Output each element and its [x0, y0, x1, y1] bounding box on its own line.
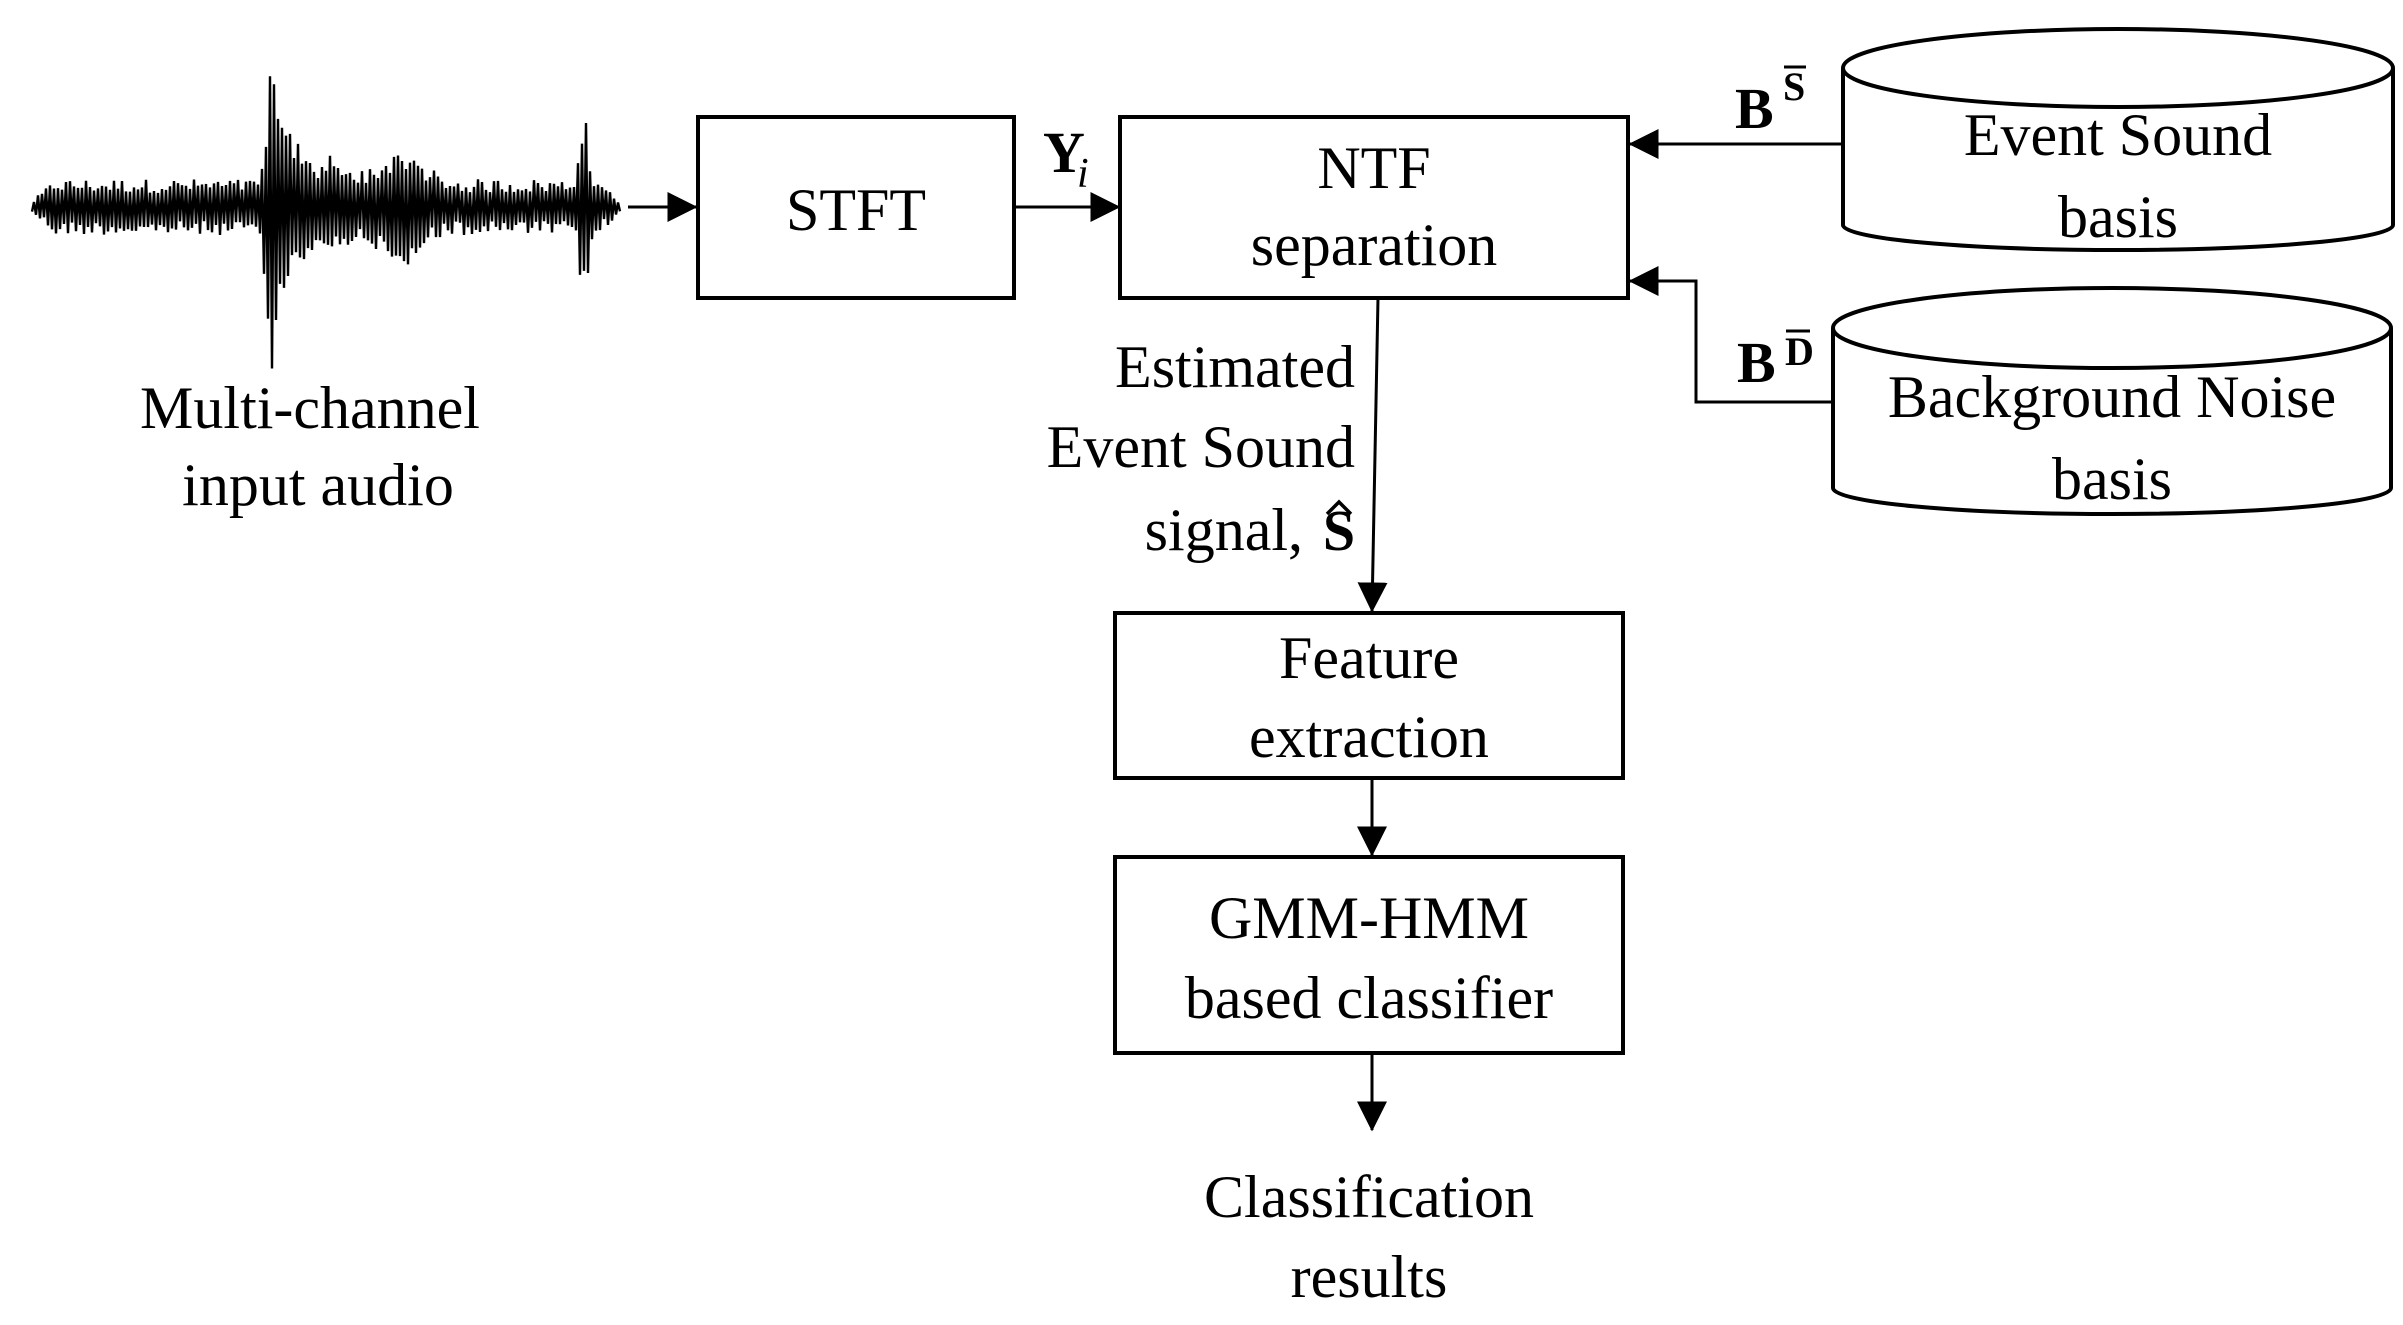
feature-extraction-box: [1113, 611, 1625, 780]
classifier-label-line1: GMM-HMM: [1209, 885, 1529, 951]
noise-basis-symbol-superscript: D: [1785, 329, 1814, 374]
arrow-ntf-to-feature: [1357, 297, 1388, 613]
classifier-label-line2: based classifier: [1185, 965, 1553, 1031]
noise-basis-symbol: B: [1737, 330, 1776, 395]
waveform-trace: [30, 76, 622, 369]
stft-output-symbol: Y: [1043, 120, 1085, 185]
stft-label: STFT: [786, 177, 926, 243]
estimated-signal-symbol: S: [1323, 498, 1355, 563]
estimated-signal-label-line2: Event Sound: [1047, 414, 1355, 480]
noise-basis-cylinder-body: [1831, 328, 2393, 516]
estimated-signal-hat: [1325, 499, 1353, 516]
estimated-signal-label-line3: signal,: [1145, 497, 1318, 563]
event-basis-symbol-superscript: S: [1783, 64, 1805, 109]
feature-label-line2: extraction: [1249, 704, 1489, 770]
stft-output-subscript: i: [1077, 151, 1089, 197]
event-basis-cylinder-body: [1841, 68, 2395, 252]
event-basis-cylinder-top: [1841, 27, 2395, 109]
event-basis-symbol: B: [1735, 76, 1774, 141]
estimated-signal-label-line1: Estimated: [1115, 334, 1355, 400]
input-audio-label-line1: Multi-channel: [140, 375, 480, 441]
event-sound-basis-database: Event Sound basis: [1841, 27, 2395, 252]
event-basis-label-line1: Event Sound: [1964, 102, 2272, 168]
ntf-label-line2: separation: [1251, 212, 1498, 278]
results-label-line1: Classification: [1204, 1164, 1534, 1230]
feature-label-line1: Feature: [1279, 625, 1459, 691]
ntf-label-line1: NTF: [1317, 135, 1430, 201]
noise-basis-label-line1: Background Noise: [1888, 364, 2336, 430]
results-label-line2: results: [1291, 1244, 1448, 1310]
noise-basis-label-line2: basis: [2052, 446, 2172, 512]
input-waveform: [30, 76, 622, 369]
noise-basis-cylinder-top: [1831, 286, 2393, 370]
arrow-noise-basis-to-ntf: [1628, 266, 1833, 404]
ntf-separation-box: [1118, 115, 1630, 300]
event-basis-label-line2: basis: [2058, 184, 2178, 250]
background-noise-basis-database: Background Noise basis: [1831, 286, 2393, 516]
classifier-box: [1113, 855, 1625, 1055]
input-audio-label-line2: input audio: [182, 452, 454, 518]
